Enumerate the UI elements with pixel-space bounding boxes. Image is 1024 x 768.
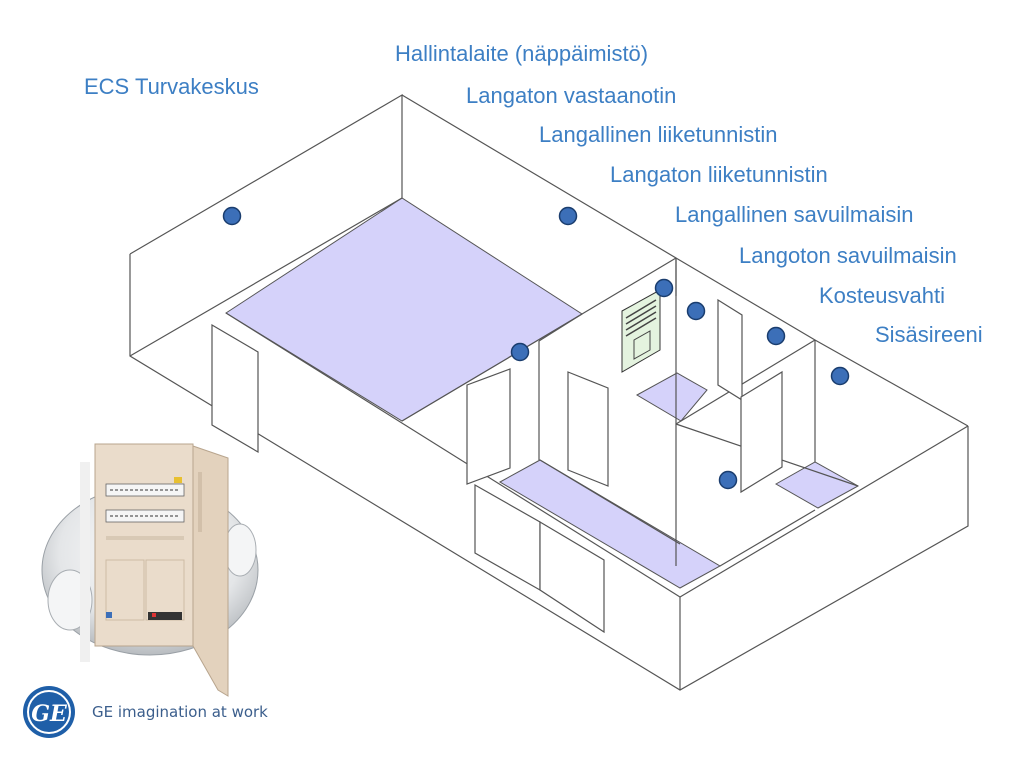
label-hallintalaite: Hallintalaite (näppäimistö): [395, 41, 649, 66]
door-front-left: [211, 323, 259, 454]
ge-tagline: GE imagination at work: [92, 703, 268, 721]
ge-logo: GE: [23, 686, 75, 738]
device-dot: [222, 206, 242, 226]
floor-main-room: [225, 197, 583, 422]
door-small-room: [717, 298, 743, 402]
door-corridor-left: [466, 368, 511, 485]
label-langoton-savuilmaisin: Langoton savuilmaisin: [739, 243, 957, 268]
floor-areas: [225, 197, 860, 589]
label-langaton-vastaanotin: Langaton vastaanotin: [466, 83, 677, 108]
door-corridor-mid: [567, 371, 609, 487]
svg-text:GE: GE: [31, 701, 68, 727]
device-dot: [718, 470, 738, 490]
building-walls: [129, 93, 969, 691]
device-dot: [510, 342, 530, 362]
keypad-device: [621, 289, 661, 373]
device-markers: [222, 206, 850, 490]
device-dot: [686, 301, 706, 321]
device-dot: [766, 326, 786, 346]
window-left: [474, 483, 541, 592]
floor-small-room: [635, 372, 708, 422]
label-ecs-turvakeskus: ECS Turvakeskus: [84, 74, 259, 99]
doors: [211, 298, 783, 494]
device-dot: [558, 206, 578, 226]
door-wet-room: [740, 370, 783, 494]
window-right: [539, 520, 605, 634]
windows: [474, 483, 605, 634]
floor-wet-room: [774, 461, 860, 509]
ecs-cabinet-image: [80, 443, 229, 697]
device-dot: [830, 366, 850, 386]
label-kosteusvahti: Kosteusvahti: [819, 283, 945, 308]
label-langaton-liiketunnistin: Langaton liiketunnistin: [610, 162, 828, 187]
label-langallinen-liiketunnistin: Langallinen liiketunnistin: [539, 122, 778, 147]
device-dot: [654, 278, 674, 298]
label-langallinen-savuilmaisin: Langallinen savuilmaisin: [675, 202, 914, 227]
label-sisasireeni: Sisäsireeni: [875, 322, 983, 347]
